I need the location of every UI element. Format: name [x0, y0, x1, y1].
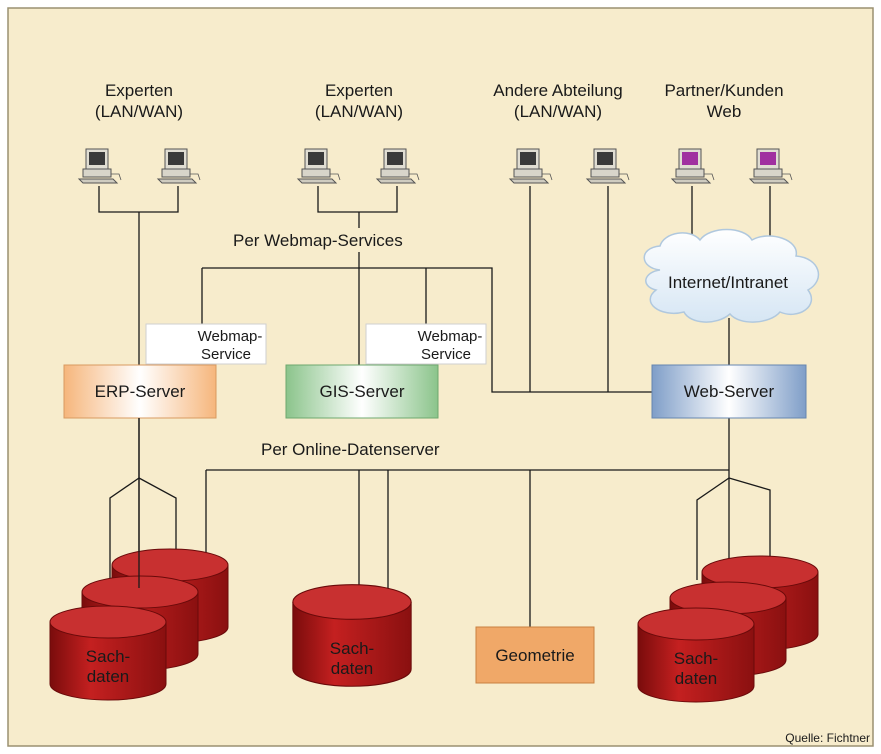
group-3-subtitle: (LAN/WAN) [514, 102, 602, 121]
svg-text:Service: Service [201, 346, 251, 363]
source-credit: Quelle: Fichtner [785, 731, 870, 745]
online-datenserver-label: Per Online-Datenserver [261, 440, 440, 459]
geometrie-label: Geometrie [495, 646, 574, 665]
gis-server-label: GIS-Server [319, 382, 404, 401]
connection-lines [98, 186, 771, 627]
database-stack-left: Sach- daten [49, 418, 229, 701]
svg-text:Webmap-: Webmap- [198, 328, 263, 345]
webmap-services-label: Per Webmap-Services [233, 231, 403, 250]
screens [89, 152, 776, 165]
database-center: Sach- daten [292, 584, 412, 687]
web-server-label: Web-Server [684, 382, 775, 401]
db-left-label-2: daten [87, 667, 130, 686]
gis-server: GIS-Server [285, 364, 439, 419]
svg-text:Service: Service [421, 346, 471, 363]
group-4-title: Partner/Kunden [664, 81, 783, 100]
db-right-label-2: daten [675, 669, 718, 688]
db-right-label-1: Sach- [674, 649, 718, 668]
webmap-service-box-erp: Webmap- Service [145, 323, 267, 365]
group-4-subtitle: Web [707, 102, 742, 121]
group-3-title: Andere Abteilung [493, 81, 623, 100]
group-2-subtitle: (LAN/WAN) [315, 102, 403, 121]
erp-server-label: ERP-Server [95, 382, 186, 401]
webmap-service-box-gis: Webmap- Service [365, 323, 487, 365]
db-center-label-1: Sach- [330, 639, 374, 658]
db-left-label-1: Sach- [86, 647, 130, 666]
group-1-subtitle: (LAN/WAN) [95, 102, 183, 121]
group-1-title: Experten [105, 81, 173, 100]
erp-server: ERP-Server [63, 364, 217, 419]
web-server: Web-Server [651, 364, 807, 419]
db-center-label-2: daten [331, 659, 374, 678]
group-2-title: Experten [325, 81, 393, 100]
internet-label: Internet/Intranet [668, 273, 788, 292]
internet-cloud: Internet/Intranet [643, 228, 820, 323]
geometrie-box: Geometrie [475, 626, 595, 684]
svg-text:Webmap-: Webmap- [418, 328, 483, 345]
database-stack-right: Sach- daten [637, 555, 819, 703]
